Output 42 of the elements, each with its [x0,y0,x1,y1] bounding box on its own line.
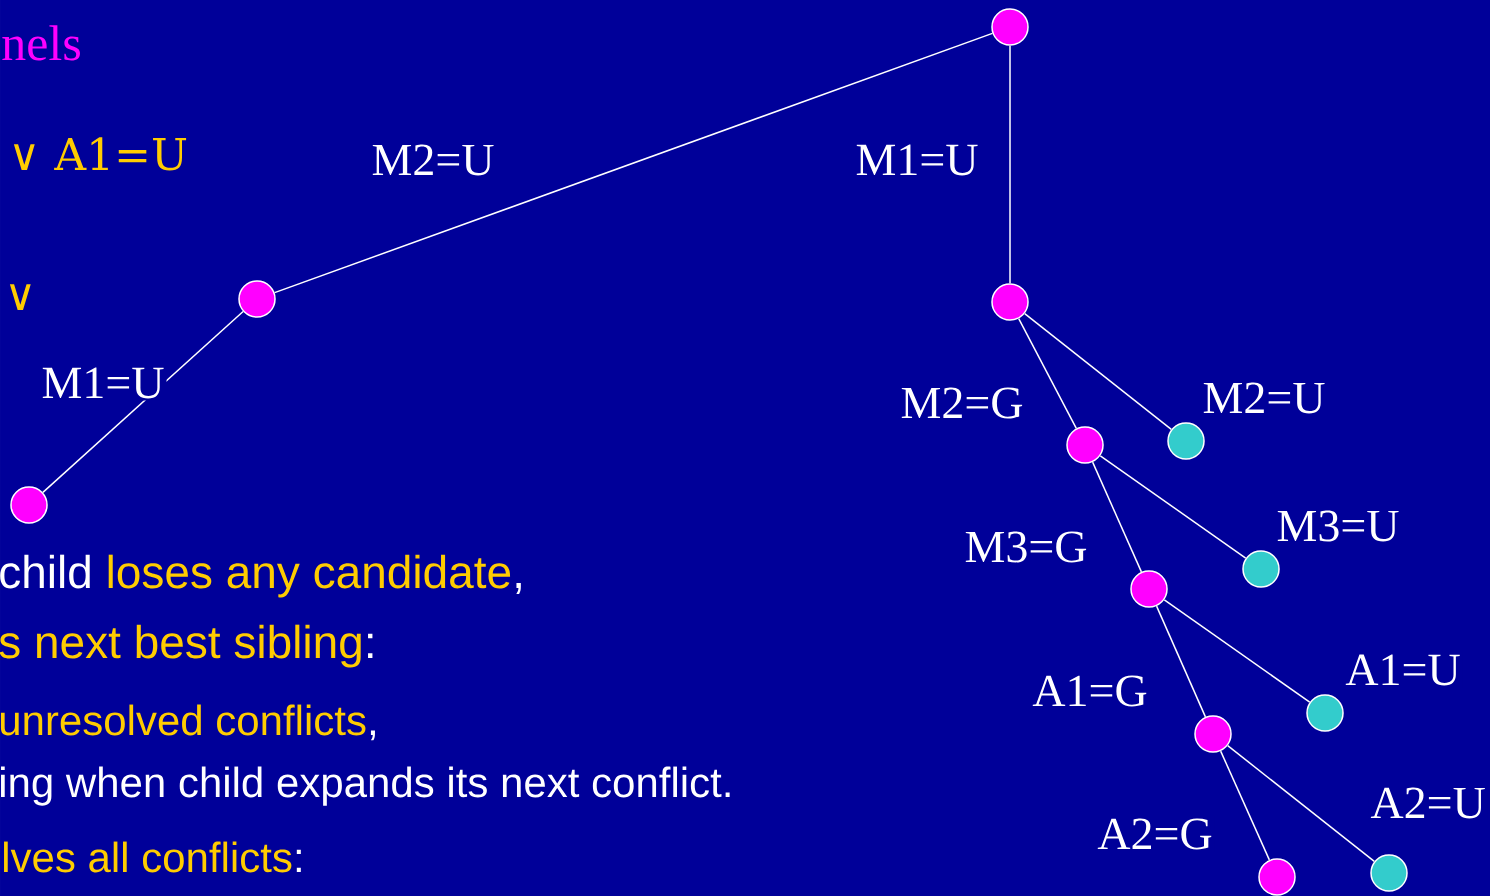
tree-node-circle [1306,694,1344,732]
tree-branch [1023,312,1173,431]
edge-label: M2=U [369,142,497,178]
bullet-text: ing when child expands its next conflict. [1,766,730,806]
tree-branch [1219,750,1271,861]
tree-node-circle [1130,570,1168,608]
bullet-text: s next best sibling: [0,624,373,668]
tree-node-circle [1258,858,1296,896]
heading-text: nels [2,25,80,61]
tree-branch [1155,605,1207,718]
edge-label: M2=U [1200,380,1328,416]
tree-node-circle [1167,422,1205,460]
tree-node-circle [238,280,276,318]
tree-branch [1099,455,1247,559]
bullet-text: lves all conflicts: [4,841,301,873]
tree-node-circle [991,283,1029,321]
edge-label: M1=U [853,142,981,178]
tree-branch [1017,317,1078,430]
edge-label: A2=G [1095,816,1215,852]
tree-branch [1091,461,1143,573]
edge-label: M3=U [1274,508,1402,544]
formula-text: ∨ A1=U [13,137,187,171]
edge-label: M3=G [962,529,1090,565]
tree-node-circle [1370,854,1408,892]
edge-label: M1=U [39,365,167,401]
edge-label: A1=U [1343,652,1463,688]
tree-node-circle [1194,715,1232,753]
tree-branch [42,310,244,494]
tree-branch [1009,45,1011,284]
edge-label: A1=G [1030,673,1150,709]
tree-node-circle [1066,426,1104,464]
bullet-text: unresolved conflicts, [0,704,375,741]
tree-node-circle [1242,550,1280,588]
tree-node-circle [10,486,48,524]
tree-branch [273,32,994,294]
tree-node-circle [991,8,1029,46]
edge-label: M2=G [898,385,1026,421]
tree-branch [1227,744,1376,863]
formula-text: ∨ [9,284,31,310]
tree-branch [1163,599,1311,703]
bullet-text: child loses any candidate, [0,554,521,598]
edge-label: A2=U [1368,785,1488,821]
